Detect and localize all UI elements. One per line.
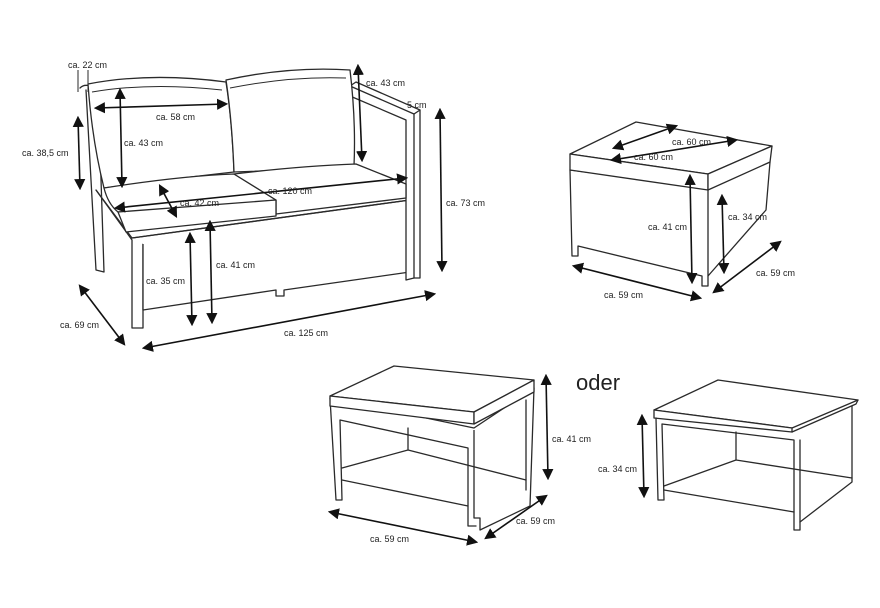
label-ottoman-width: ca. 59 cm [604,290,643,300]
label-stool-height: ca. 41 cm [552,434,591,444]
label-sofa-back-height: ca. 43 cm [124,138,163,148]
label-sofa-seat-height: ca. 41 cm [216,260,255,270]
label-sofa-width: ca. 125 cm [284,328,328,338]
side-table-dimension-arrows [636,413,650,499]
label-stool-depth: ca. 59 cm [516,516,555,526]
label-ottoman-depth: ca. 59 cm [756,268,795,278]
side-table-drawing [653,379,859,531]
label-ottoman-top-a: ca. 60 cm [672,137,711,147]
label-sofa-armrest-gap: 5 cm [407,100,427,110]
label-sofa-depth: ca. 69 cm [60,320,99,330]
stool-dimension-arrows [327,373,554,546]
label-sofa-back-cushion-height: ca. 43 cm [366,78,405,88]
label-sofa-total-height: ca. 73 cm [446,198,485,208]
sofa-drawing [79,68,421,329]
label-ottoman-top-b: ca. 60 cm [634,152,673,162]
sofa-dimension-arrows [72,63,448,352]
label-sofa-seat-depth: ca. 42 cm [180,198,219,208]
ottoman-dimension-arrows [571,123,782,302]
dimension-labels: ca. 22 cm ca. 43 cm 5 cm ca. 58 cm ca. 4… [22,60,795,544]
label-sofa-armrest-width: ca. 22 cm [68,60,107,70]
label-table-height: ca. 34 cm [598,464,637,474]
stool-drawing [329,365,535,531]
label-stool-width: ca. 59 cm [370,534,409,544]
label-ottoman-frame-height: ca. 34 cm [728,212,767,222]
label-sofa-cushion-width: ca. 58 cm [156,112,195,122]
label-sofa-frame-height: ca. 35 cm [146,276,185,286]
label-sofa-armrest-height: ca. 38,5 cm [22,148,69,158]
label-or: oder [576,370,620,395]
ottoman-drawing [569,121,773,287]
label-ottoman-height: ca. 41 cm [648,222,687,232]
label-sofa-seat-width: ca. 120 cm [268,186,312,196]
